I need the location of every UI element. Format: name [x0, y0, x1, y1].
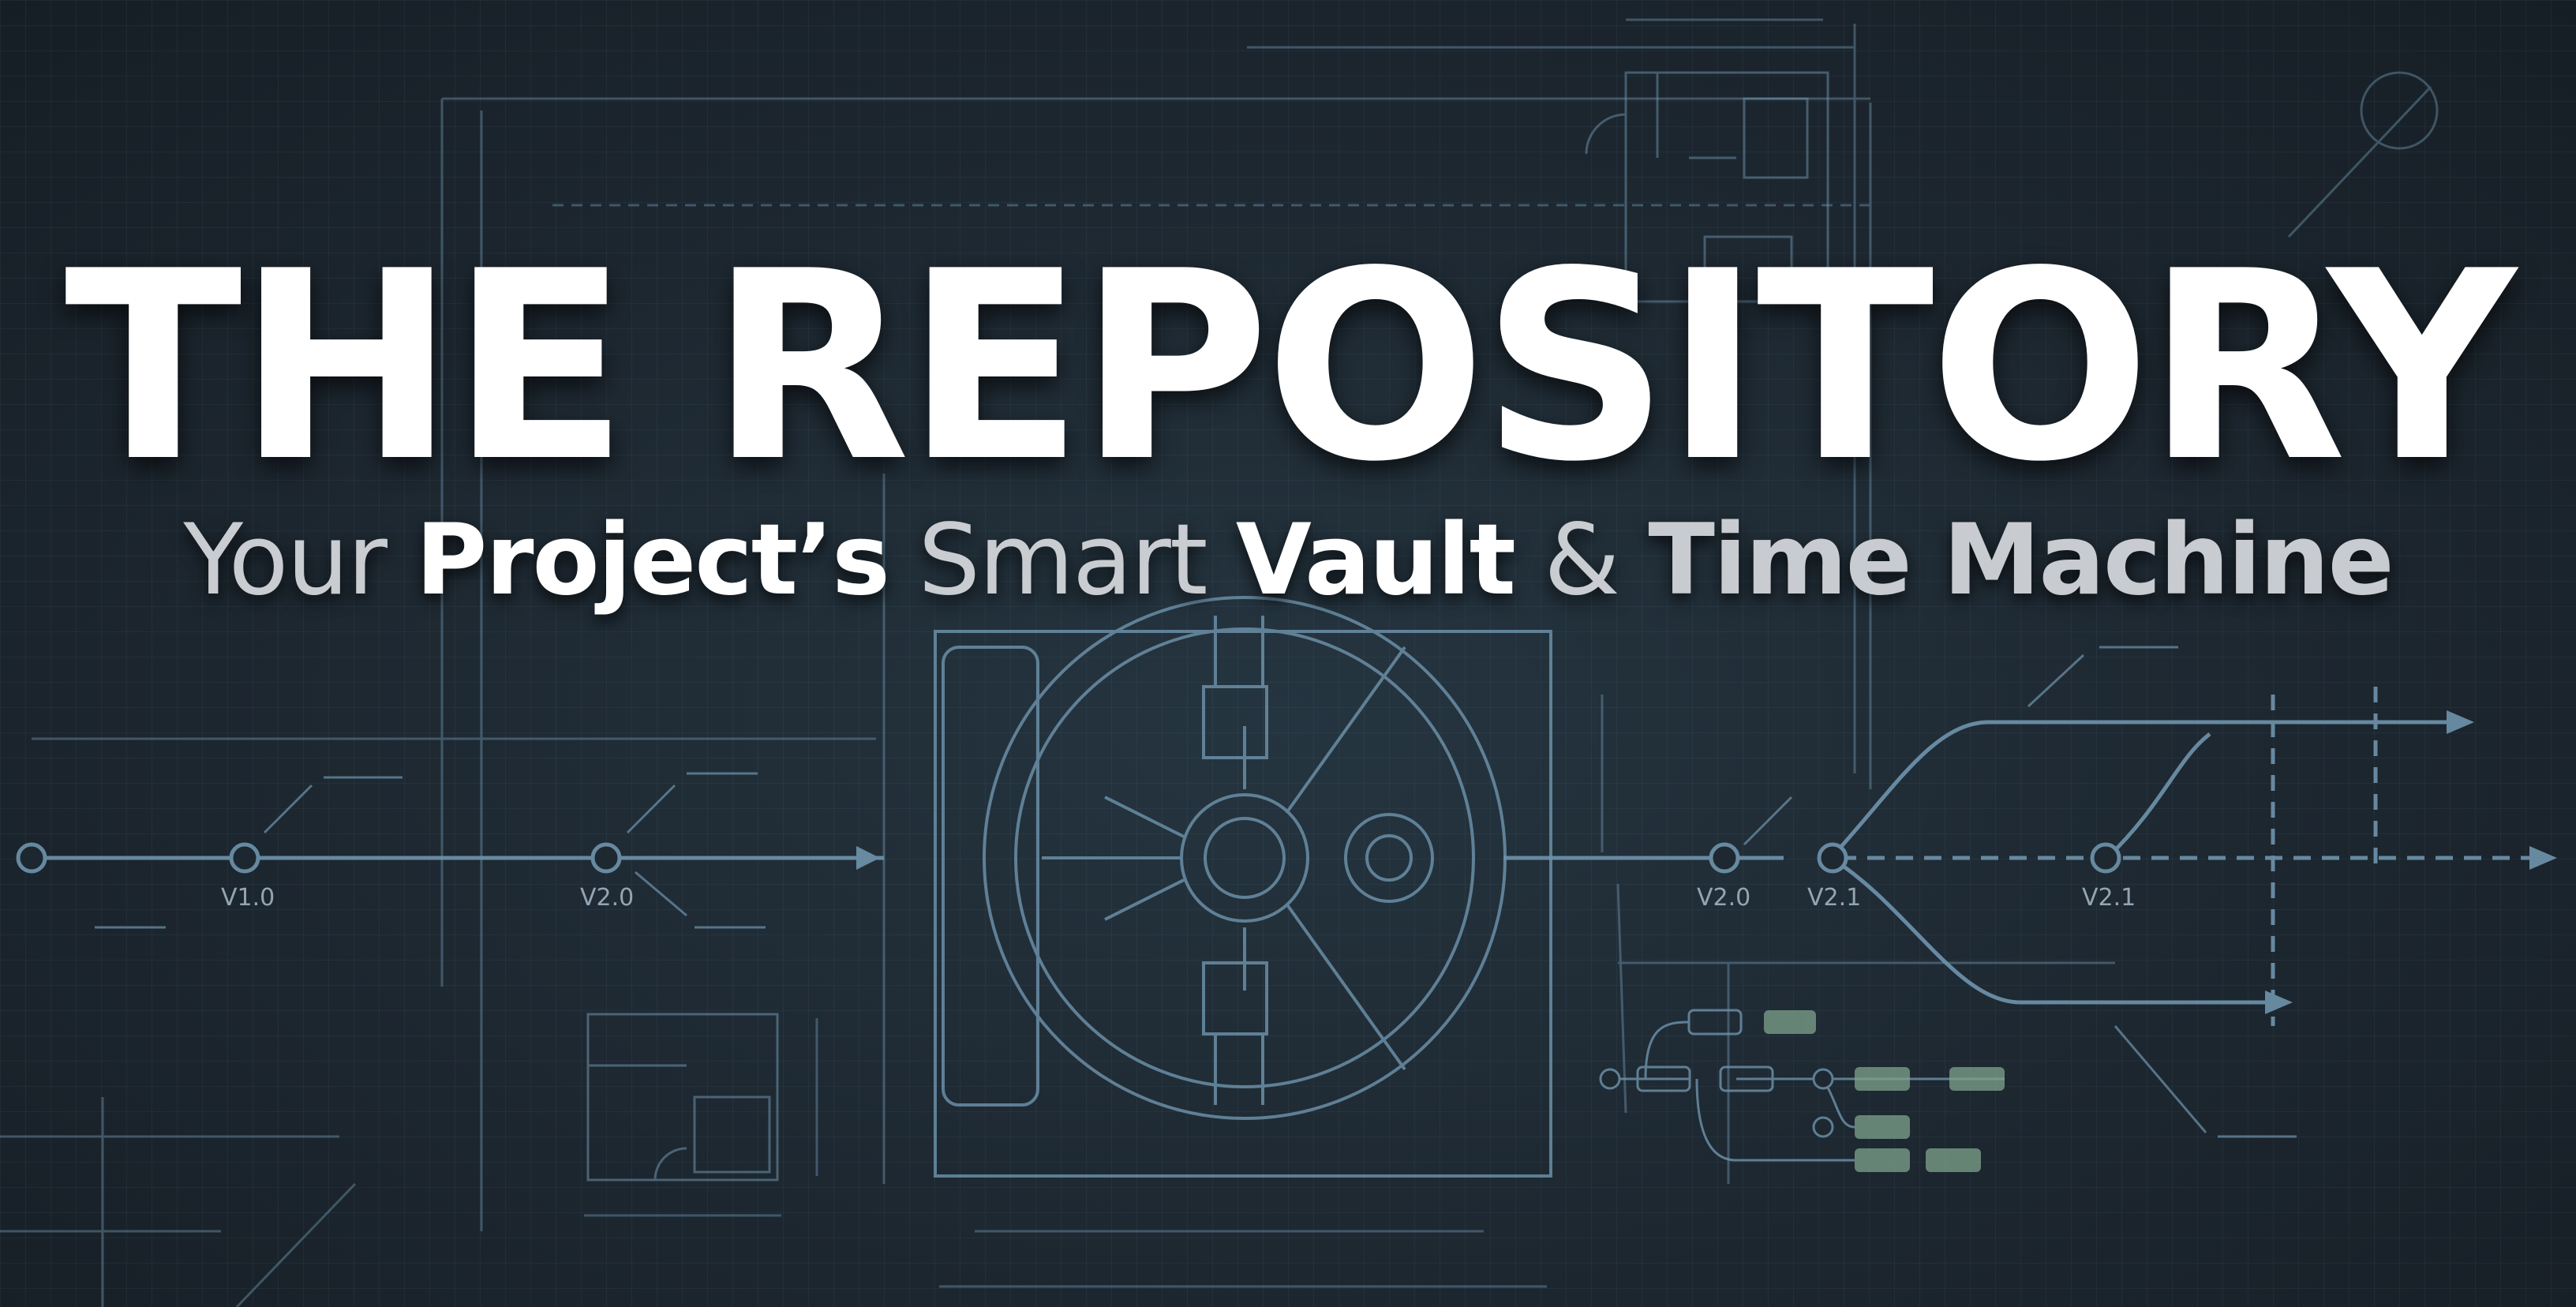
subtitle-word-smart: Smart — [918, 504, 1208, 617]
branch-nodes-green — [1764, 1010, 2005, 1172]
floorplan-top — [1585, 71, 1829, 303]
vault-drawing — [934, 596, 1552, 1178]
version-label-v2-0-right: V2.0 — [1697, 884, 1750, 912]
version-label-v1-0: V1.0 — [221, 884, 275, 912]
version-label-v2-0-left: V2.0 — [580, 884, 634, 912]
subtitle-word-time-machine: Time Machine — [1648, 504, 2394, 617]
version-timeline — [16, 687, 2557, 1026]
subtitle-word-projects: Project’s — [415, 504, 890, 617]
subtitle-word-vault: Vault — [1235, 504, 1516, 617]
floorplan-bottom — [586, 1013, 779, 1182]
version-label-v2-1-b: V2.1 — [2082, 884, 2136, 912]
dimension-lines — [0, 18, 2439, 1307]
subtitle-ampersand: & — [1544, 504, 1620, 617]
page-title: THE REPOSITORY — [64, 215, 2517, 519]
page-subtitle: Your Project’s Smart Vault & Time Machin… — [0, 511, 2576, 609]
version-label-v2-1-a: V2.1 — [1807, 884, 1861, 912]
annotation-arrows — [95, 646, 2297, 1138]
subtitle-word-your: Your — [183, 504, 388, 617]
